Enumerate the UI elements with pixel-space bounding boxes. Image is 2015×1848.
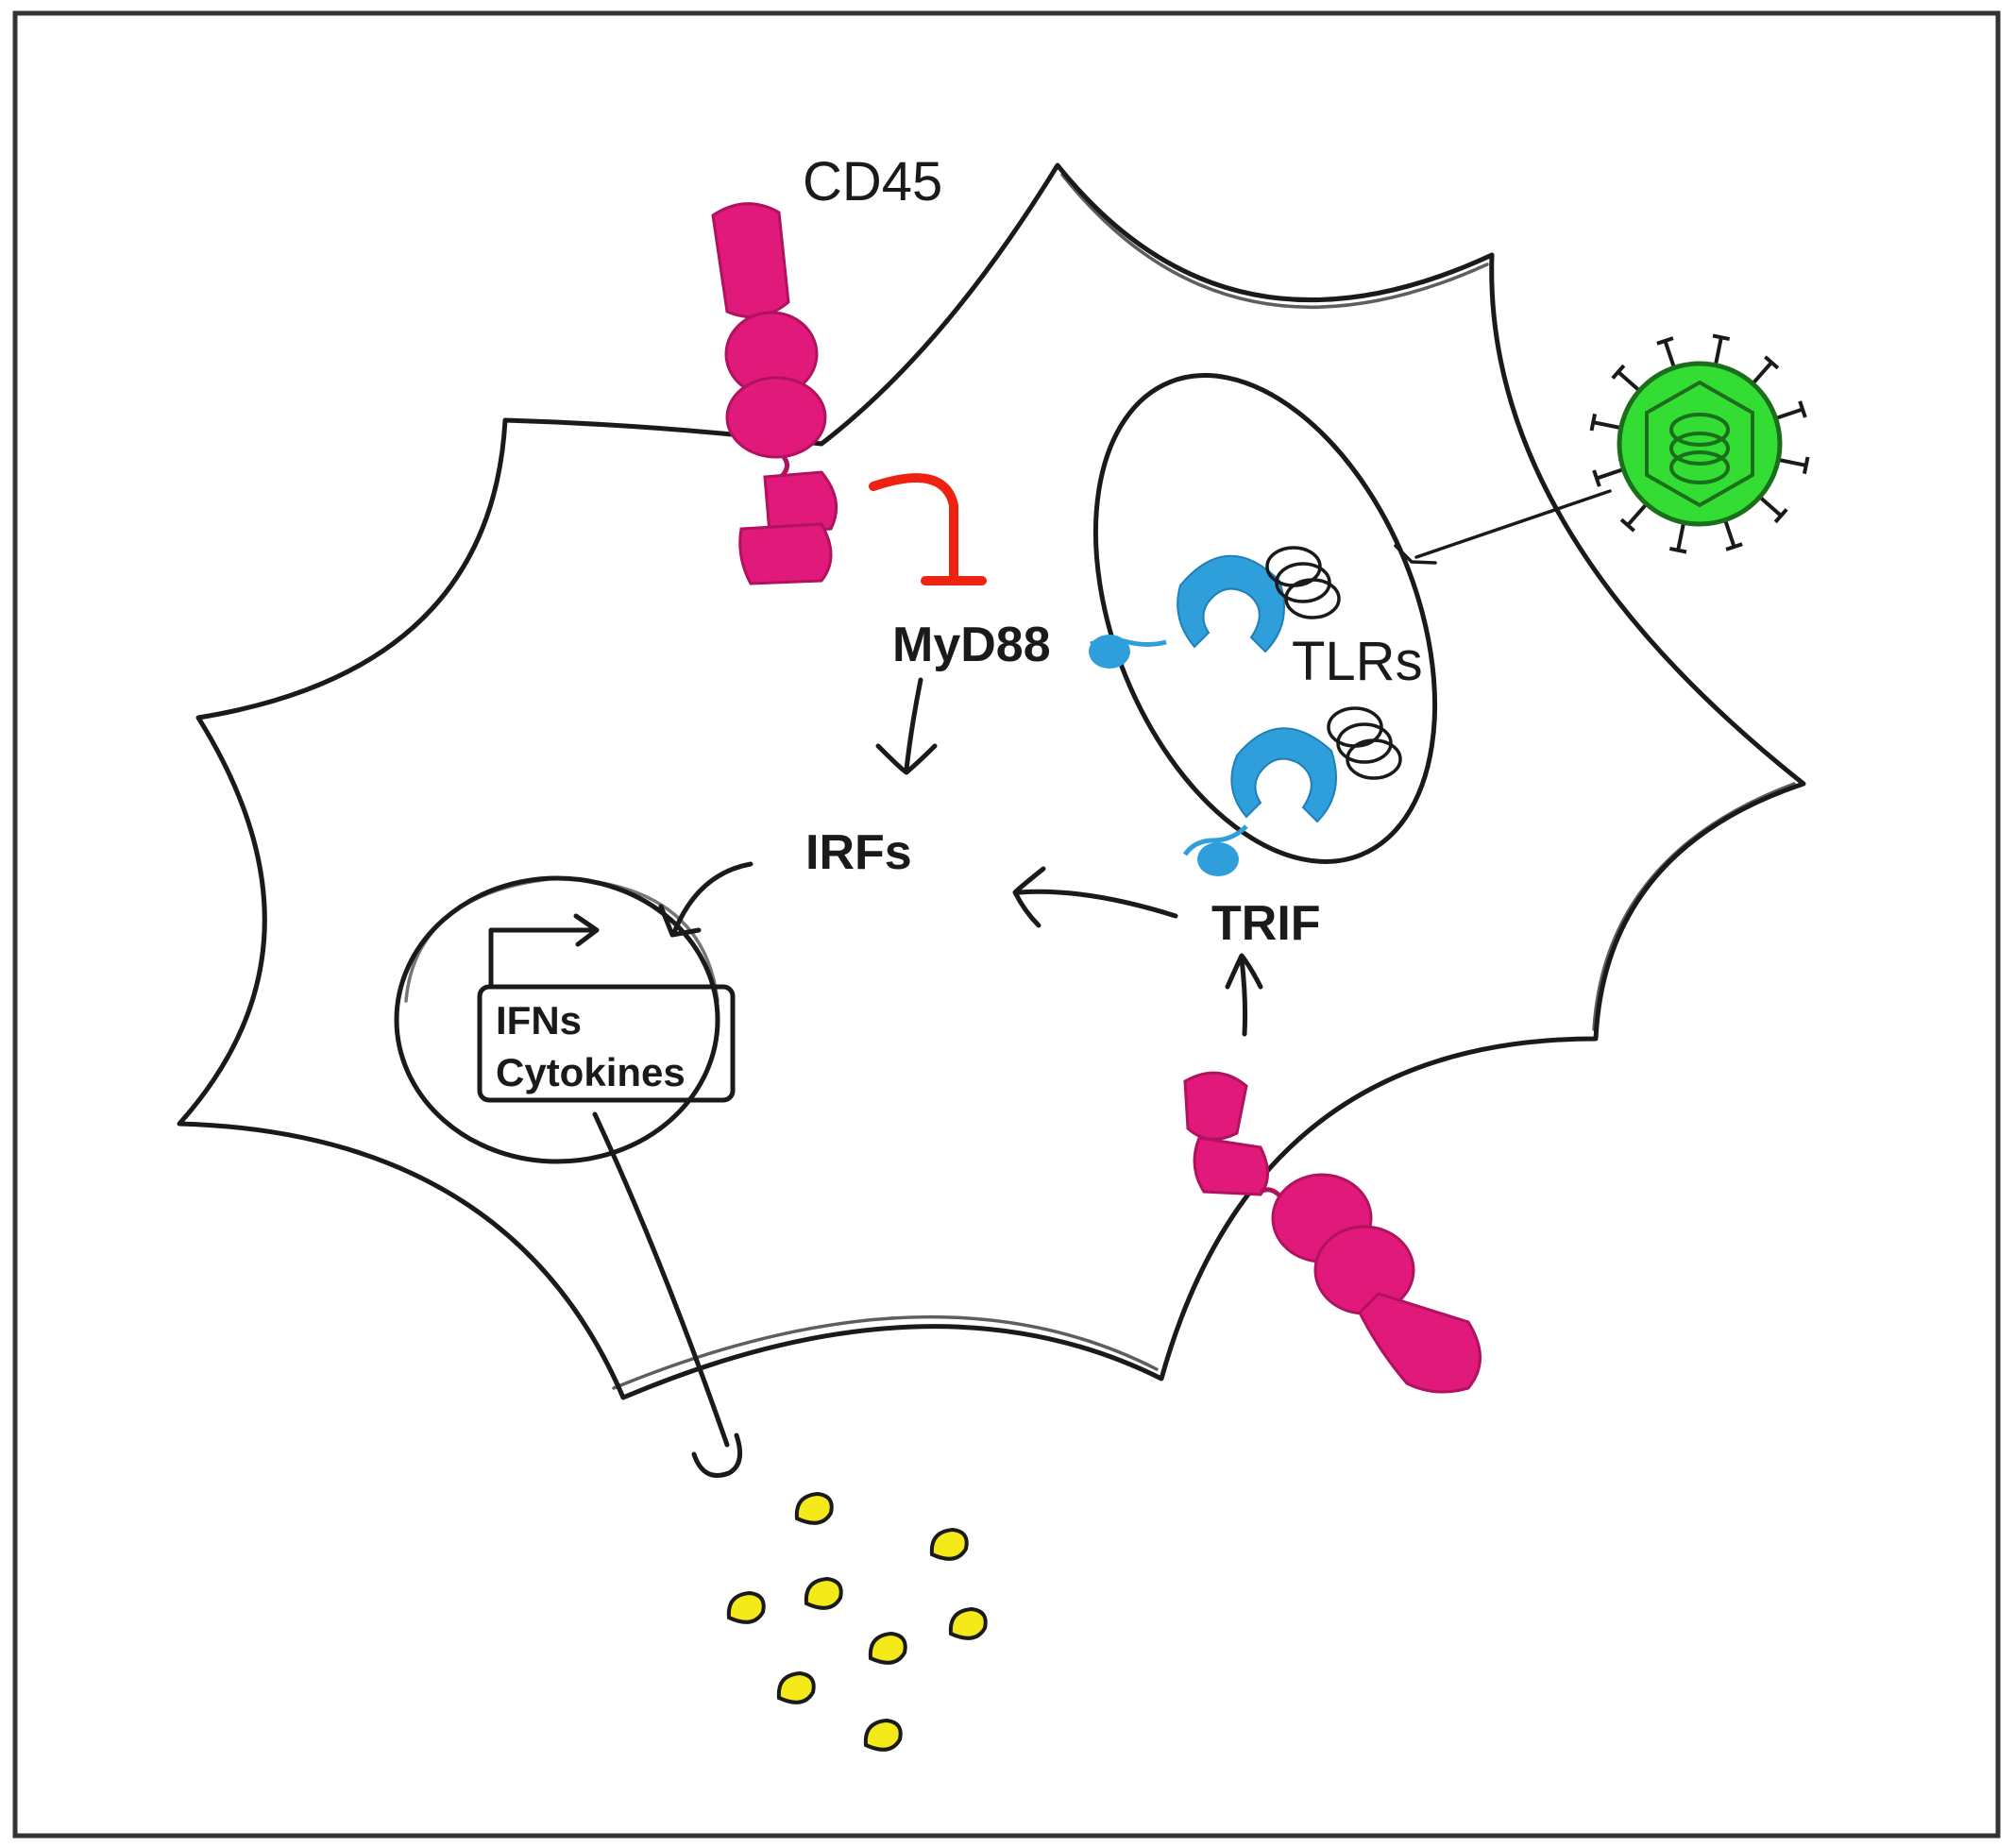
cytokine-particle	[726, 1590, 766, 1624]
gene-box	[477, 984, 736, 1103]
trif-to-irfs-arrow	[1012, 866, 1178, 928]
label-tlrs: TLRs	[1292, 631, 1423, 692]
transcription-arrow	[488, 913, 600, 990]
virus-entry-arrow	[1394, 489, 1612, 565]
cytokine-particle	[948, 1606, 988, 1640]
myd88-to-irfs-arrow	[875, 677, 938, 775]
figure-frame	[12, 10, 2001, 1839]
label-irfs: IRFs	[805, 825, 912, 880]
cd45-receptor-bottom	[1183, 1071, 1482, 1394]
secretion-arrow	[592, 1111, 743, 1478]
cell-membrane	[177, 162, 1806, 1400]
receptor-to-trif-arrow	[1225, 953, 1263, 1037]
cytokine-particle	[794, 1491, 834, 1525]
label-myd88: MyD88	[892, 618, 1051, 672]
label-ifns: IFNs	[496, 998, 582, 1043]
virus-spike	[1589, 413, 1622, 432]
endosome	[1092, 373, 1438, 864]
inhibition-arrow	[869, 473, 987, 585]
virus-spike	[1774, 400, 1807, 420]
cytokine-particle	[929, 1527, 969, 1561]
virus-spike	[1619, 502, 1649, 533]
cytokine-particle	[863, 1718, 903, 1752]
virus-spike	[1656, 336, 1676, 369]
virus-spike	[1751, 355, 1780, 385]
secreted-cytokines	[726, 1491, 988, 1752]
cytokine-particle	[804, 1576, 843, 1610]
virus-spike	[1611, 364, 1641, 393]
nucleus-sketch-stroke	[404, 876, 720, 1003]
label-cd45: CD45	[803, 151, 942, 212]
cytokine-particle	[776, 1670, 816, 1704]
virus-spike	[1777, 456, 1810, 475]
virus-spike	[1668, 521, 1687, 554]
cytokine-particle	[868, 1631, 907, 1665]
virus-spike	[1723, 518, 1743, 551]
rna-coil-upper	[1265, 546, 1341, 619]
irfs-to-nucleus-arrow	[658, 861, 754, 938]
membrane-sketch-stroke	[612, 173, 1796, 1390]
tlr-receptor-lower	[1182, 727, 1337, 876]
virus-spike	[1712, 333, 1731, 366]
cd45-receptor-top	[711, 202, 838, 585]
tlr-receptor-upper	[1089, 554, 1285, 669]
rna-coil-lower	[1327, 706, 1402, 780]
virus-particle	[1589, 333, 1810, 554]
label-cytokines: Cytokines	[496, 1050, 686, 1094]
virus-spike	[1758, 495, 1788, 524]
label-trif: TRIF	[1211, 896, 1321, 951]
virus-spike	[1592, 467, 1625, 487]
